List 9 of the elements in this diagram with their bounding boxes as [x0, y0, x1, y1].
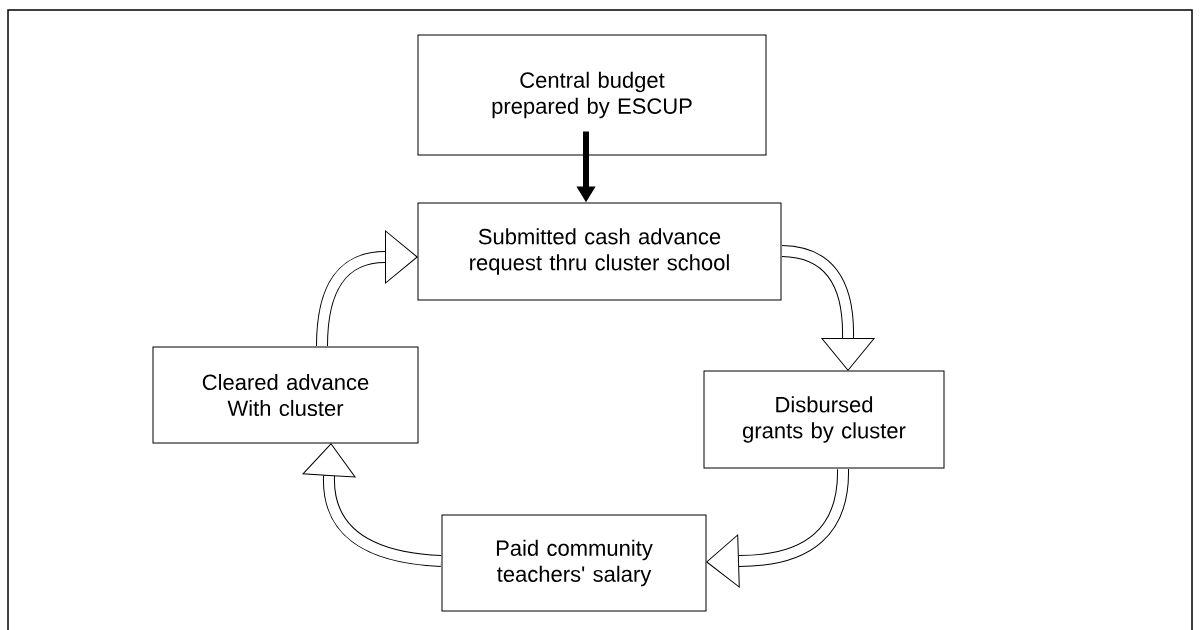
process-box: Central budget prepared by ESCUP [417, 34, 767, 156]
process-box: Disbursed grants by cluster [703, 370, 945, 469]
block-arrow [302, 443, 442, 567]
block-arrow [781, 245, 875, 371]
process-box: Cleared advance With cluster [152, 346, 419, 444]
process-box: Submitted cash advance request thru cluster school [417, 202, 782, 301]
block-arrow [706, 468, 849, 588]
process-box: Paid community teachers' salary [441, 514, 707, 612]
block-arrow [316, 230, 418, 347]
